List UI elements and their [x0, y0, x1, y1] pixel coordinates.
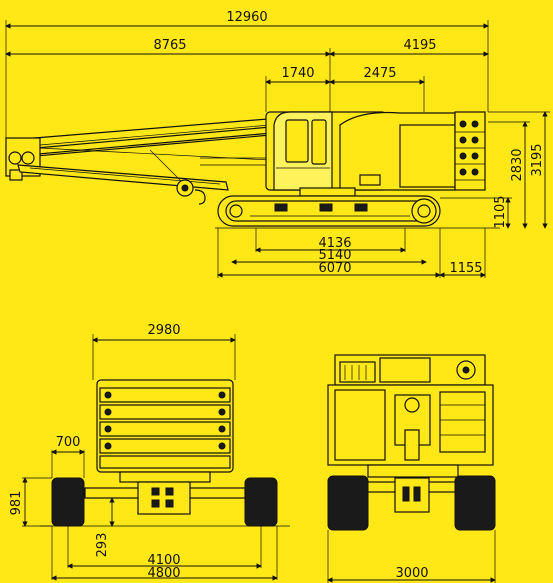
dim-track-inner: 4136 [318, 236, 351, 251]
upper-structure [265, 111, 486, 197]
dim-track-pad-width: 700 [56, 435, 81, 450]
dim-track-gauge-extended: 4800 [147, 566, 180, 581]
dim-track-gauge-retracted: 4100 [147, 553, 180, 568]
dim-rear-section: 4195 [403, 38, 436, 53]
rear-left-track [327, 475, 369, 531]
right-track [244, 477, 278, 527]
dim-track-length: 5140 [318, 248, 351, 263]
dim-ground-clearance: 293 [95, 533, 110, 558]
dim-track-height: 1105 [493, 195, 508, 228]
dim-rear-width: 3000 [395, 566, 428, 581]
dim-cab-offset: 1740 [281, 66, 314, 81]
counterweight-slabs [99, 387, 231, 469]
dim-front-track-height: 981 [9, 491, 24, 516]
front-view: 2980 700 [9, 323, 290, 581]
dim-slew-offset: 2475 [363, 66, 396, 81]
left-track [51, 477, 85, 527]
dim-front-width: 2980 [147, 323, 180, 338]
crawler-track [217, 195, 441, 227]
dim-boom-section: 8765 [153, 38, 186, 53]
rear-right-track [454, 475, 496, 531]
rear-view: 3000 [327, 354, 496, 583]
boom [5, 117, 284, 205]
dim-track-overall: 6070 [318, 261, 351, 276]
dim-rear-overhang: 1155 [449, 261, 482, 276]
dim-overall-length: 12960 [226, 10, 267, 25]
dim-body-height: 2830 [510, 148, 525, 181]
dim-total-height: 3195 [530, 143, 545, 176]
side-view: 12960 8765 4195 1740 2475 3195 2830 1105 [5, 10, 550, 278]
counterweight-holes [459, 120, 479, 176]
